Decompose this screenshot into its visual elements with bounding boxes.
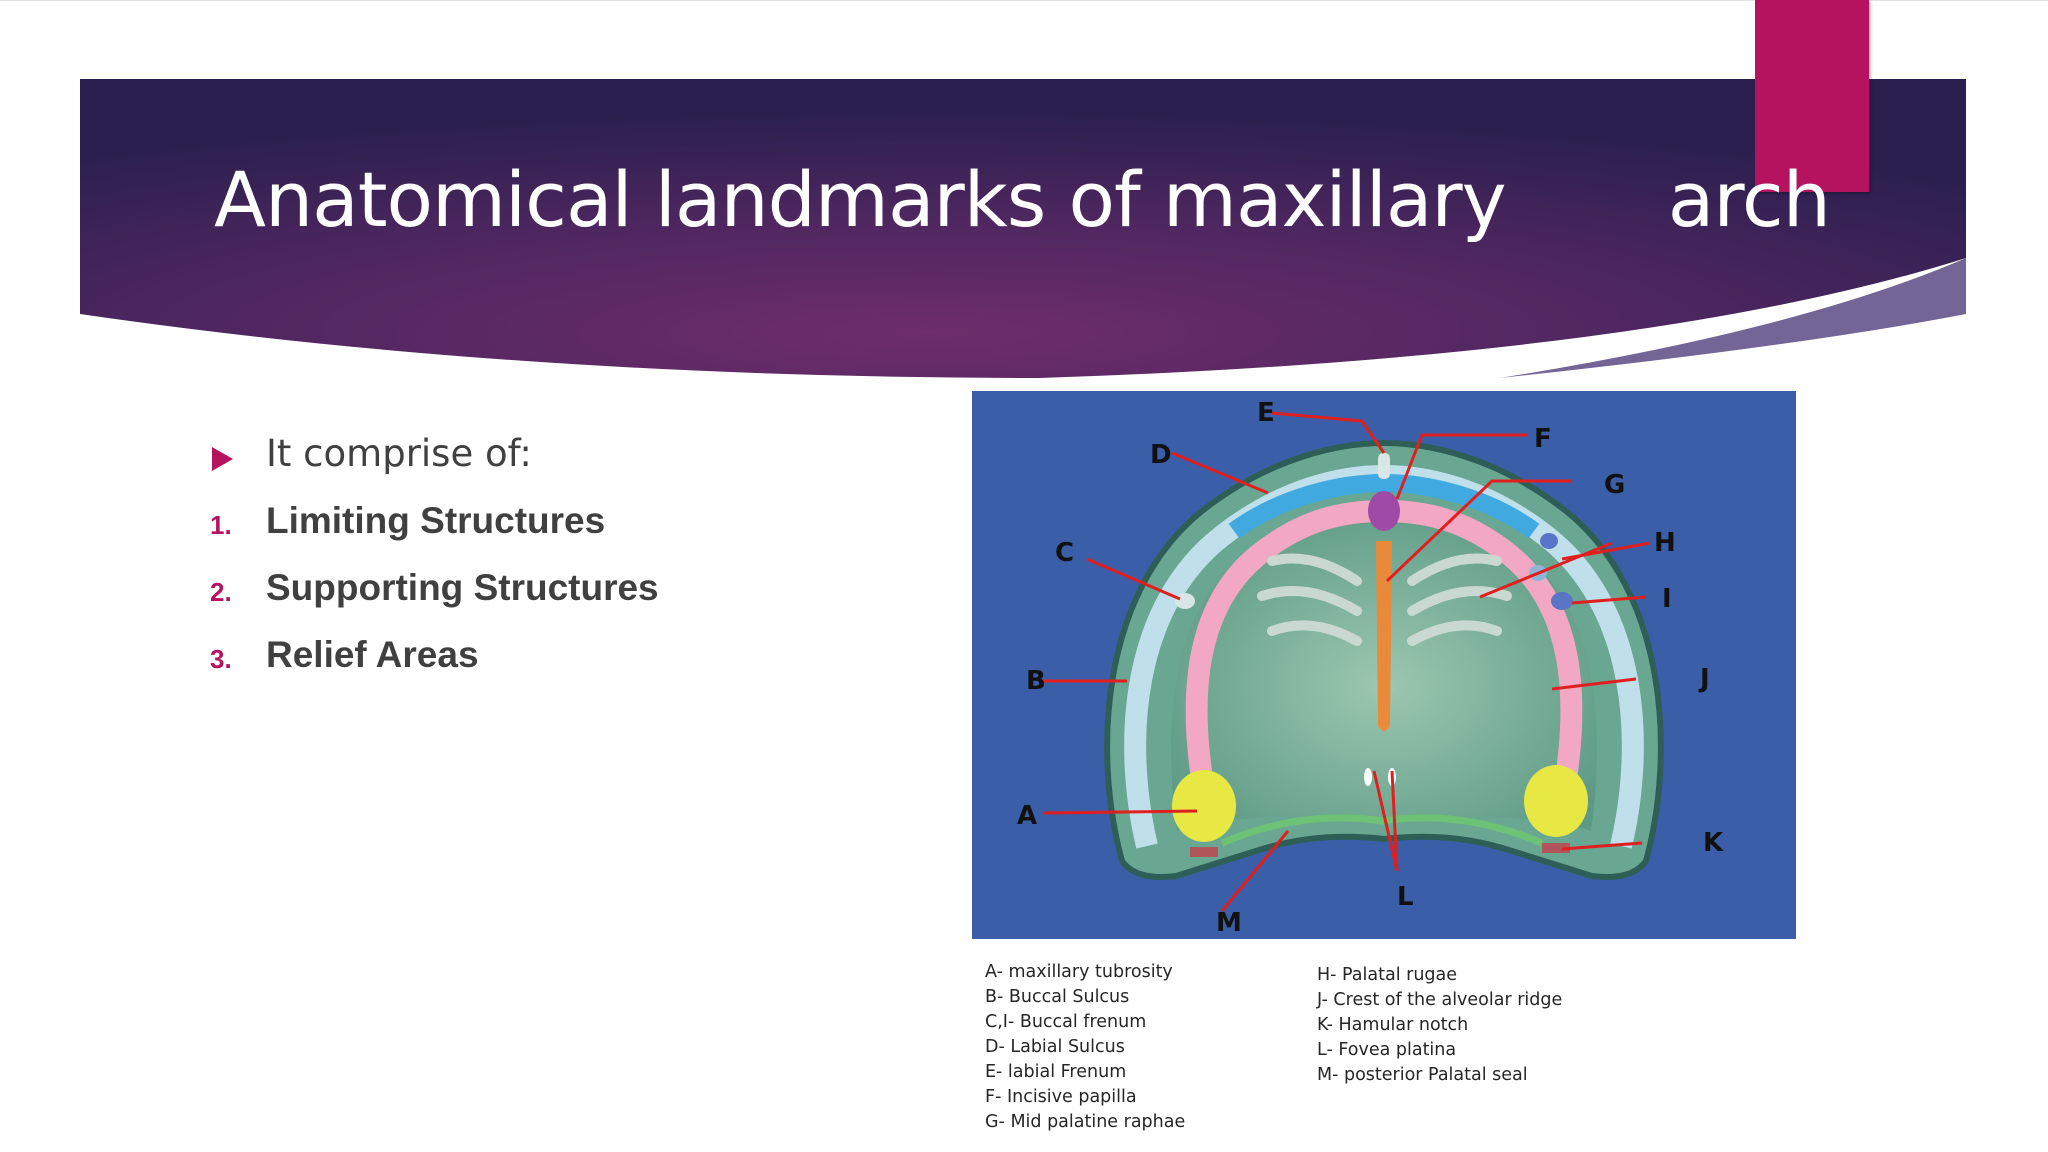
top-border bbox=[0, 0, 2048, 1]
item-label: Relief Areas bbox=[266, 634, 479, 675]
figure-label-c: C bbox=[1055, 538, 1074, 568]
legend-entry: M- posterior Palatal seal bbox=[1317, 1065, 1528, 1085]
figure-label-l: L bbox=[1397, 882, 1414, 912]
maxillary-arch-figure: E D C B A F G H I J K L M bbox=[972, 391, 1796, 939]
legend-entry: J- Crest of the alveolar ridge bbox=[1317, 990, 1563, 1010]
item-label: Limiting Structures bbox=[266, 500, 606, 541]
figure-label-a: A bbox=[1017, 801, 1037, 831]
item-number: 3. bbox=[210, 644, 232, 674]
item-label: Supporting Structures bbox=[266, 567, 659, 608]
triangle-bullet-icon bbox=[212, 447, 233, 471]
figure-legend-right: H- Palatal rugae J- Crest of the alveola… bbox=[1317, 963, 1562, 1088]
buccal-frenum-right bbox=[1551, 592, 1573, 610]
figure-label-b: B bbox=[1026, 666, 1046, 696]
figure-label-j: J bbox=[1698, 664, 1710, 694]
palatal-rugae bbox=[1257, 553, 1512, 646]
figure-label-h: H bbox=[1654, 528, 1676, 558]
legend-entry: L- Fovea platina bbox=[1317, 1040, 1457, 1060]
legend-entry: G- Mid palatine raphae bbox=[985, 1112, 1186, 1132]
figure-label-g: G bbox=[1604, 470, 1625, 500]
arch-illustration: E D C B A F G H I J K L M bbox=[1017, 398, 1724, 938]
figure-label-i: I bbox=[1662, 584, 1672, 614]
legend-entry: K- Hamular notch bbox=[1317, 1015, 1469, 1035]
figure-label-d: D bbox=[1150, 440, 1172, 470]
legend-entry: C,I- Buccal frenum bbox=[985, 1012, 1147, 1032]
legend-entry: F- Incisive papilla bbox=[985, 1087, 1137, 1107]
maxillary-tuberosity-left bbox=[1172, 770, 1236, 842]
figure-legend-left: A- maxillary tubrosity B- Buccal Sulcus … bbox=[985, 960, 1185, 1135]
leader-lines bbox=[1042, 411, 1651, 912]
legend-entry: A- maxillary tubrosity bbox=[985, 962, 1173, 982]
incisive-papilla bbox=[1368, 491, 1400, 531]
figure-label-m: M bbox=[1216, 908, 1242, 938]
buccal-frenum-left bbox=[1175, 593, 1195, 609]
title-banner bbox=[80, 79, 1966, 378]
figure-label-f: F bbox=[1534, 424, 1552, 454]
legend-entry: D- Labial Sulcus bbox=[985, 1037, 1125, 1057]
maxillary-tuberosity-right bbox=[1524, 765, 1588, 837]
intro-text: It comprise of: bbox=[266, 432, 532, 475]
tooth-mark bbox=[1540, 533, 1558, 549]
hamular-notch-right bbox=[1542, 843, 1570, 853]
figure-labels: E D C B A F G H I J K L M bbox=[1017, 398, 1724, 938]
labial-sulcus-band bbox=[1228, 473, 1540, 539]
fovea-palatina bbox=[1364, 768, 1372, 786]
labial-frenum bbox=[1378, 453, 1390, 479]
hamular-notch-left bbox=[1190, 847, 1218, 857]
posterior-palatal-seal bbox=[1220, 814, 1544, 847]
legend-entry: E- labial Frenum bbox=[985, 1062, 1127, 1082]
figure-label-k: K bbox=[1703, 828, 1724, 858]
accent-tab bbox=[1755, 0, 1869, 192]
item-number: 2. bbox=[210, 577, 232, 607]
legend-entry: B- Buccal Sulcus bbox=[985, 987, 1130, 1007]
item-number: 1. bbox=[210, 510, 232, 540]
legend-entry: H- Palatal rugae bbox=[1317, 965, 1458, 985]
slide-title: Anatomical landmarks of maxillary arch bbox=[214, 155, 1831, 244]
mid-palatine-raphe bbox=[1376, 541, 1392, 731]
figure-label-e: E bbox=[1257, 398, 1275, 428]
